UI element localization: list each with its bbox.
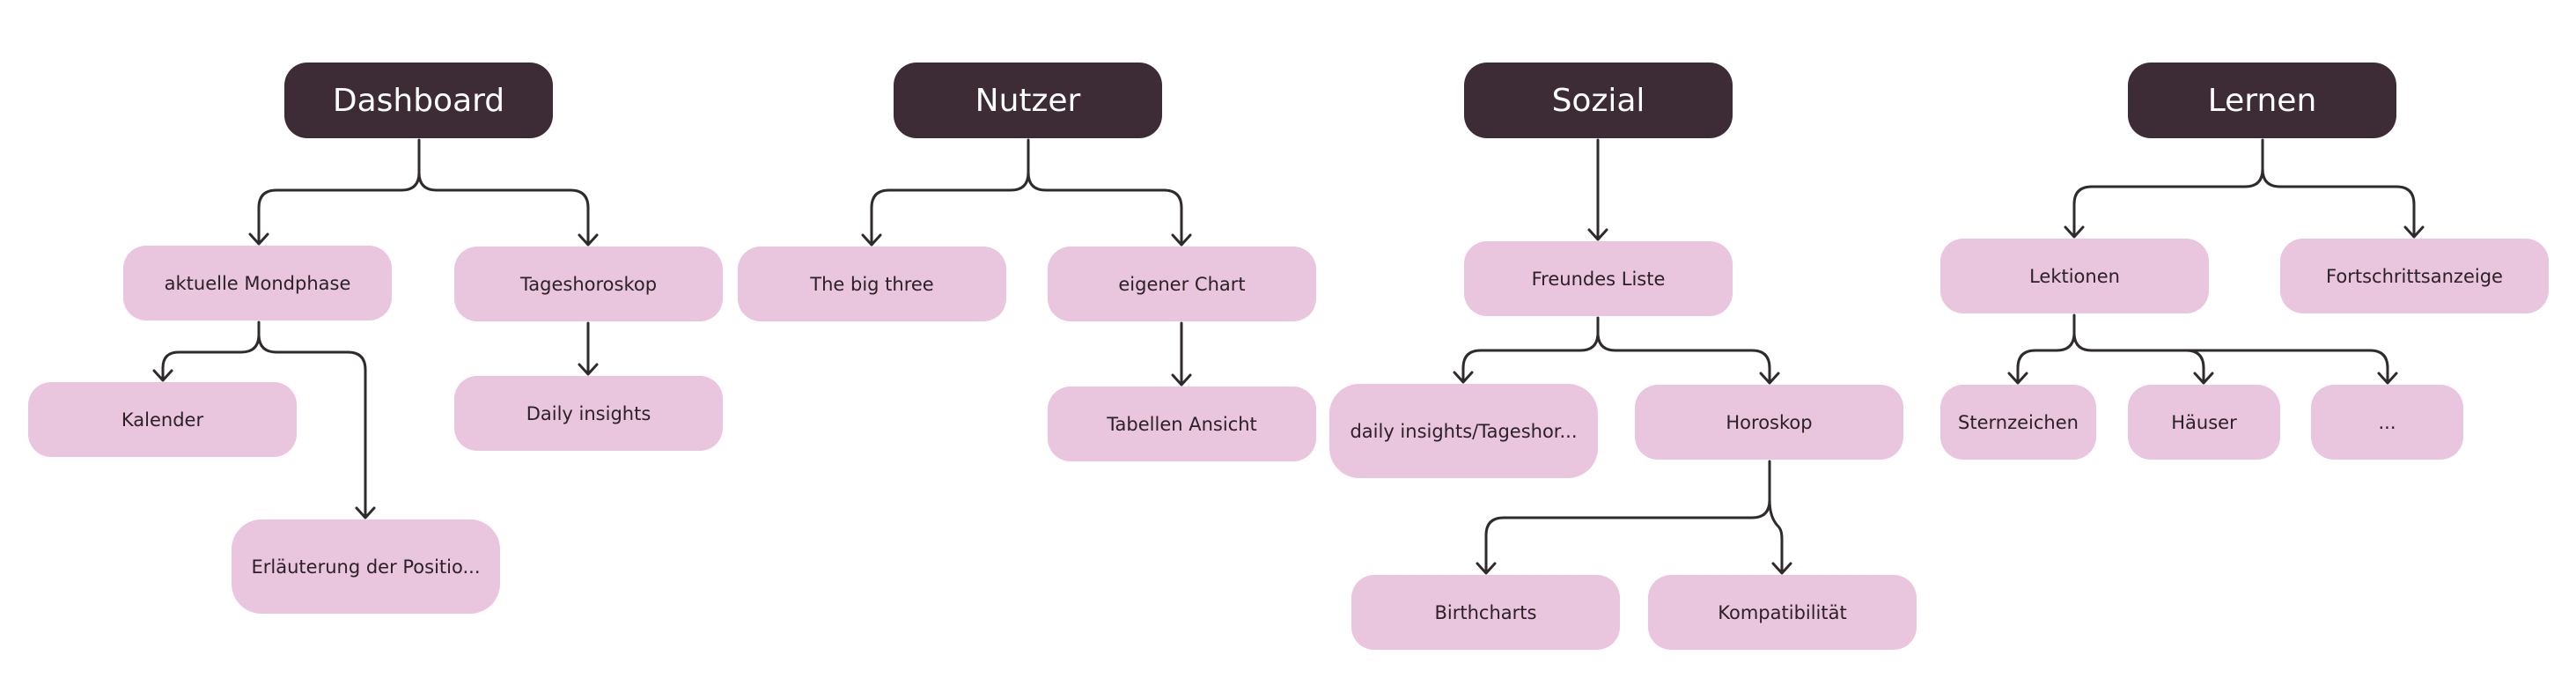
node-the-big-three[interactable]: The big three bbox=[738, 247, 1006, 321]
arrowhead bbox=[1171, 373, 1192, 387]
arrowhead bbox=[1453, 371, 1474, 384]
node-label: Nutzer bbox=[975, 82, 1081, 119]
connector-lernen-children bbox=[2072, 138, 2416, 238]
node-label: Fortschrittsanzeige bbox=[2326, 265, 2503, 287]
arrowhead bbox=[1587, 228, 1608, 241]
arrowhead bbox=[355, 506, 376, 519]
node-fortschrittsanzeige[interactable]: Fortschrittsanzeige bbox=[2280, 239, 2549, 313]
arrowhead bbox=[2377, 372, 2398, 385]
connector-lektionen-children bbox=[2016, 313, 2389, 384]
node-lernen[interactable]: Lernen bbox=[2128, 63, 2396, 138]
node-nutzer[interactable]: Nutzer bbox=[894, 63, 1162, 138]
node-label: Sternzeichen bbox=[1958, 411, 2079, 433]
arrowhead bbox=[248, 232, 269, 246]
node-label: Tabellen Ansicht bbox=[1107, 413, 1257, 435]
node-sozial[interactable]: Sozial bbox=[1464, 63, 1733, 138]
node-label: Lektionen bbox=[2029, 265, 2120, 287]
node-label: Lernen bbox=[2207, 82, 2317, 119]
arrowhead bbox=[2064, 225, 2085, 239]
node-daily-insights-tageshoroskop[interactable]: daily insights/Tageshor... bbox=[1329, 384, 1598, 478]
node-label: Häuser bbox=[2171, 411, 2237, 433]
node-label: Freundes Liste bbox=[1531, 268, 1666, 290]
arrowhead bbox=[1171, 233, 1192, 247]
node-label: Birthcharts bbox=[1434, 601, 1537, 623]
arrowhead bbox=[1759, 372, 1780, 385]
node-birthcharts[interactable]: Birthcharts bbox=[1351, 575, 1620, 650]
node-lektionen[interactable]: Lektionen bbox=[1940, 239, 2209, 313]
node-label: Sozial bbox=[1551, 82, 1645, 119]
node-label: Erläuterung der Positio... bbox=[251, 556, 481, 578]
node-label: Horoskop bbox=[1726, 411, 1813, 433]
node-label: ... bbox=[2378, 411, 2396, 433]
connector-horoskop-children bbox=[1484, 460, 1784, 574]
node-label: Kompatibilität bbox=[1718, 601, 1847, 623]
node-label: aktuelle Mondphase bbox=[164, 272, 351, 294]
node-tageshoroskop[interactable]: Tageshoroskop bbox=[454, 247, 723, 321]
arrowhead bbox=[2007, 372, 2028, 385]
node-tabellen-ansicht[interactable]: Tabellen Ansicht bbox=[1048, 387, 1316, 461]
node-label: daily insights/Tageshor... bbox=[1350, 420, 1578, 442]
arrowhead bbox=[578, 363, 599, 376]
node-freundes-liste[interactable]: Freundes Liste bbox=[1464, 241, 1733, 316]
node-label: Tageshoroskop bbox=[519, 273, 658, 295]
arrowhead bbox=[2193, 372, 2214, 385]
connector-nutzer-children bbox=[870, 138, 1183, 246]
node-label: Daily insights bbox=[526, 402, 651, 424]
node-label: eigener Chart bbox=[1118, 273, 1246, 295]
node-more-ellipsis[interactable]: ... bbox=[2311, 385, 2463, 460]
arrowhead bbox=[578, 233, 599, 247]
node-erlaeuterung-positionen[interactable]: Erläuterung der Positio... bbox=[232, 519, 500, 614]
connector-freunde-children bbox=[1461, 316, 1771, 384]
node-label: Dashboard bbox=[332, 82, 505, 119]
node-daily-insights[interactable]: Daily insights bbox=[454, 376, 723, 451]
node-label: The big three bbox=[810, 273, 934, 295]
node-sternzeichen[interactable]: Sternzeichen bbox=[1940, 385, 2096, 460]
arrowhead bbox=[2403, 225, 2425, 239]
connector-mondphase-children bbox=[161, 320, 367, 519]
node-kalender[interactable]: Kalender bbox=[28, 382, 297, 457]
node-haeuser[interactable]: Häuser bbox=[2128, 385, 2280, 460]
node-dashboard[interactable]: Dashboard bbox=[284, 63, 553, 138]
connector-dashboard-children bbox=[257, 138, 590, 246]
node-eigener-chart[interactable]: eigener Chart bbox=[1048, 247, 1316, 321]
arrowhead bbox=[1771, 562, 1792, 575]
node-kompatibilitaet[interactable]: Kompatibilität bbox=[1648, 575, 1917, 650]
node-aktuelle-mondphase[interactable]: aktuelle Mondphase bbox=[123, 246, 392, 320]
arrowhead bbox=[152, 369, 173, 382]
node-horoskop[interactable]: Horoskop bbox=[1635, 385, 1903, 460]
node-label: Kalender bbox=[121, 409, 204, 431]
arrowhead bbox=[861, 233, 882, 247]
arrowhead bbox=[1476, 562, 1497, 575]
